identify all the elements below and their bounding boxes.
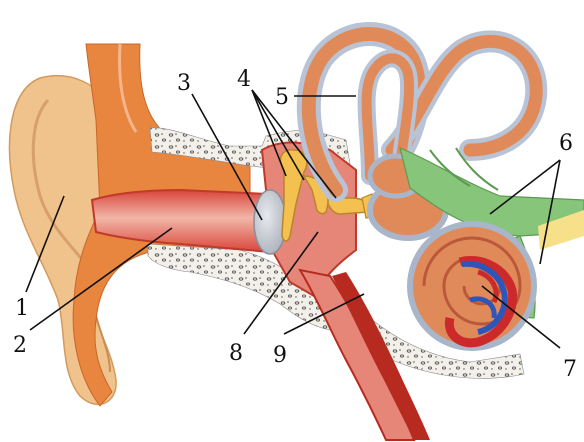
callout-8: 8: [229, 341, 243, 366]
callout-5: 5: [275, 85, 289, 110]
callout-6: 6: [559, 131, 573, 156]
eardrum: [254, 190, 286, 254]
callout-3: 3: [177, 71, 191, 96]
callout-2: 2: [13, 333, 27, 358]
callout-1: 1: [15, 296, 29, 321]
cochlea: [410, 224, 534, 348]
callout-7: 7: [563, 357, 577, 382]
callout-4: 4: [237, 67, 251, 92]
callout-9: 9: [273, 343, 287, 368]
